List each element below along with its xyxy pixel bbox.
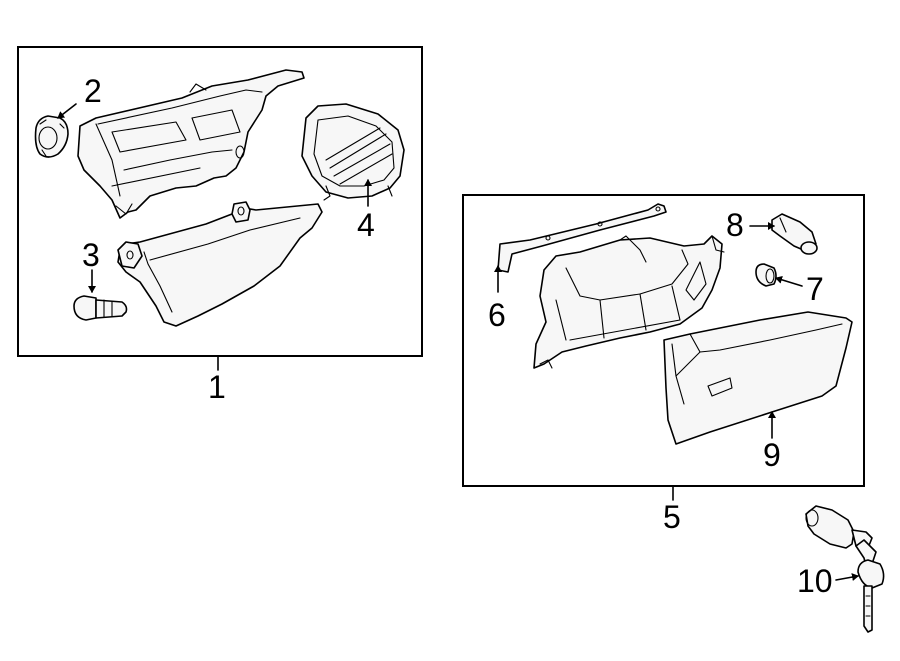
assembly-box-1 [17, 46, 423, 357]
arrow-2 [57, 103, 77, 119]
callout-9: 9 [763, 437, 781, 473]
part-mounting-bracket [497, 203, 667, 273]
part-lock-cylinder [805, 505, 873, 549]
part-air-vent [301, 103, 405, 201]
callout-7: 7 [806, 271, 824, 307]
callout-8: 8 [726, 207, 744, 243]
part-glove-box-housing [533, 235, 725, 369]
part-lower-panel-frame [77, 69, 305, 219]
callout-5: 5 [663, 499, 681, 535]
part-clip-ring [34, 115, 69, 158]
callout-10: 10 [797, 563, 833, 599]
assembly-box-5 [462, 194, 865, 487]
callout-2: 2 [84, 73, 102, 109]
part-bumper [755, 263, 777, 287]
part-lower-glove-door [117, 201, 323, 327]
arrow-7 [775, 275, 803, 287]
callout-6: 6 [488, 297, 506, 333]
arrow-10 [835, 573, 859, 582]
part-damper [771, 213, 818, 255]
callout-3: 3 [82, 237, 100, 273]
part-bolt [73, 295, 128, 321]
part-glove-box-door [663, 311, 853, 445]
callout-4: 4 [357, 207, 375, 243]
callout-1: 1 [208, 369, 226, 405]
part-key [855, 539, 885, 633]
